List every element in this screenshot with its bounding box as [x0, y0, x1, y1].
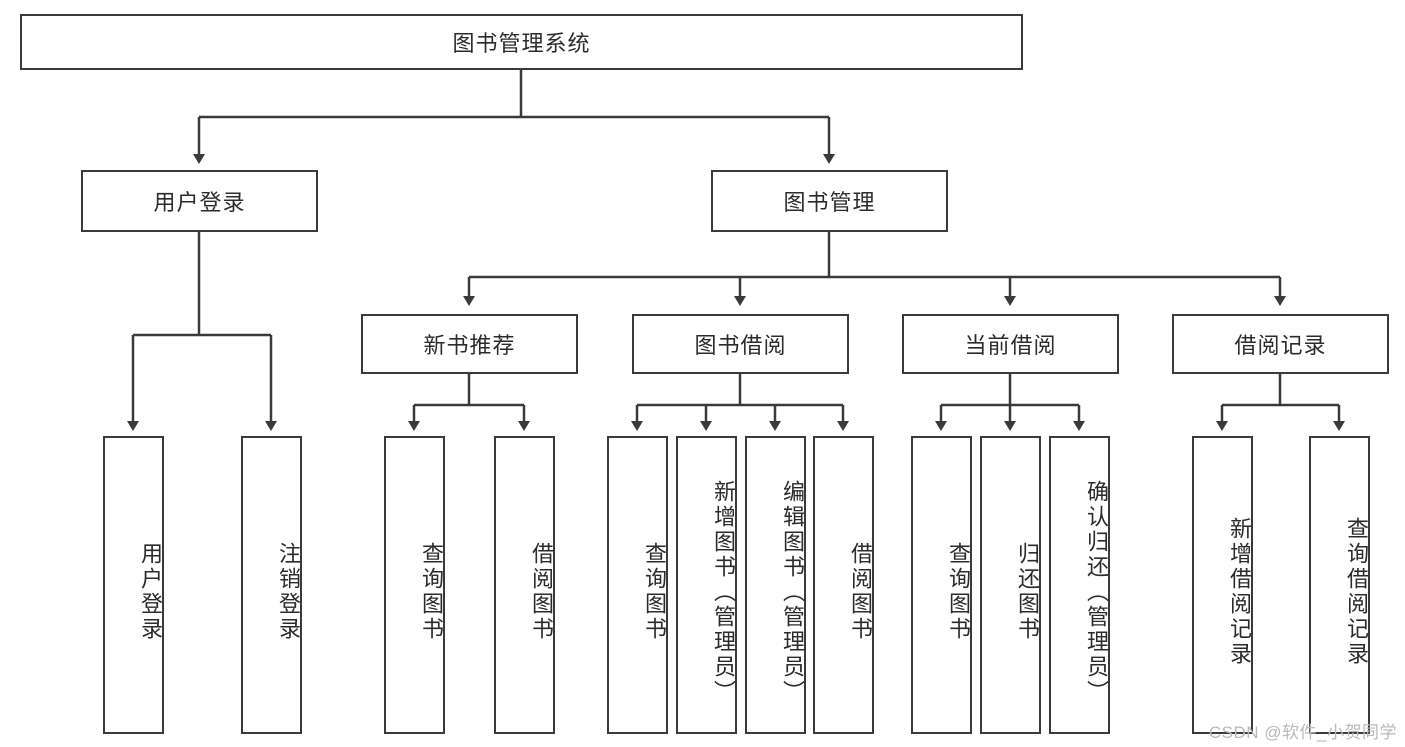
- leaf-label: 用户登录: [138, 542, 163, 642]
- leaf-label: 编辑图书（管理员）: [780, 479, 805, 705]
- leaf-label: 查询图书: [642, 542, 667, 642]
- leaf-label: 确认归还（管理员）: [1084, 479, 1109, 705]
- node-book-borrow[interactable]: 图书借阅: [632, 314, 849, 374]
- leaf-label: 查询图书: [419, 542, 444, 642]
- leaf-query-book-recommend[interactable]: 查询图书: [384, 436, 445, 734]
- leaf-label: 借阅图书: [848, 542, 873, 642]
- node-root-system[interactable]: 图书管理系统: [20, 14, 1023, 70]
- leaf-label: 借阅图书: [529, 542, 554, 642]
- node-current-borrow[interactable]: 当前借阅: [902, 314, 1119, 374]
- leaf-label: 注销登录: [276, 542, 301, 642]
- leaf-user-login[interactable]: 用户登录: [103, 436, 164, 734]
- leaf-query-book-borrow[interactable]: 查询图书: [607, 436, 668, 734]
- leaf-borrow-book[interactable]: 借阅图书: [813, 436, 874, 734]
- leaf-query-book-current[interactable]: 查询图书: [911, 436, 972, 734]
- leaf-add-borrow-record[interactable]: 新增借阅记录: [1192, 436, 1253, 734]
- leaf-label: 新增图书（管理员）: [711, 479, 736, 705]
- leaf-label: 归还图书: [1015, 542, 1040, 642]
- leaf-edit-book-admin[interactable]: 编辑图书（管理员）: [745, 436, 806, 734]
- leaf-label: 查询图书: [946, 542, 971, 642]
- leaf-label: 查询借阅记录: [1344, 517, 1369, 667]
- node-user-login[interactable]: 用户登录: [81, 170, 318, 232]
- leaf-confirm-return-admin[interactable]: 确认归还（管理员）: [1049, 436, 1110, 734]
- leaf-borrow-book-recommend[interactable]: 借阅图书: [494, 436, 555, 734]
- node-book-management[interactable]: 图书管理: [711, 170, 948, 232]
- leaf-query-borrow-record[interactable]: 查询借阅记录: [1309, 436, 1370, 734]
- watermark-text: CSDN @软件_小贺同学: [1208, 723, 1397, 742]
- leaf-return-book[interactable]: 归还图书: [980, 436, 1041, 734]
- leaf-label: 新增借阅记录: [1227, 517, 1252, 667]
- leaf-logout[interactable]: 注销登录: [241, 436, 302, 734]
- leaf-add-book-admin[interactable]: 新增图书（管理员）: [676, 436, 737, 734]
- node-borrow-record[interactable]: 借阅记录: [1172, 314, 1389, 374]
- node-new-book-recommend[interactable]: 新书推荐: [361, 314, 578, 374]
